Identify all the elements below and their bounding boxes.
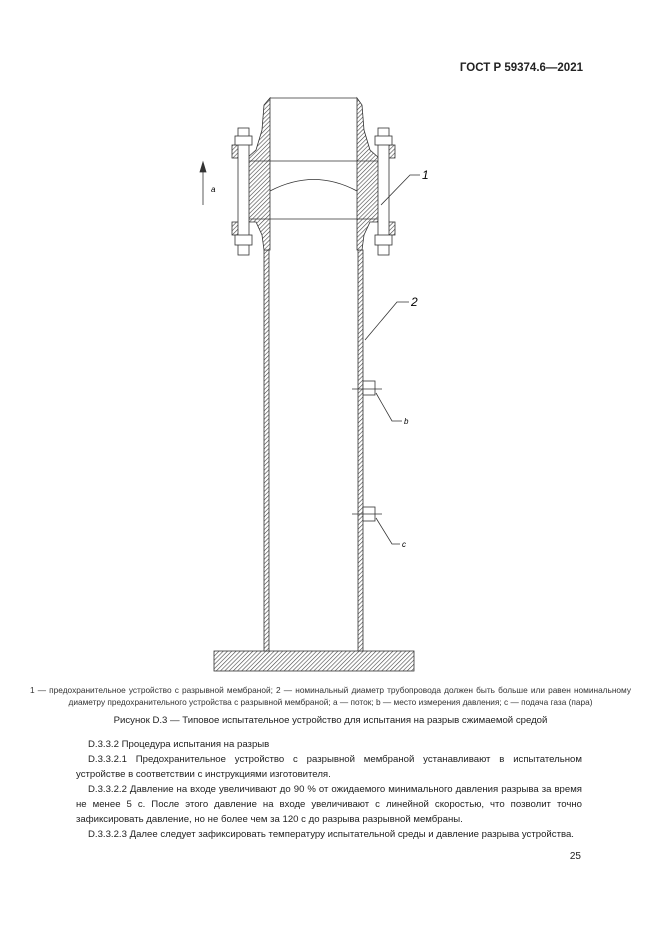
label-c: c — [402, 540, 406, 549]
pipe-wall-right — [357, 249, 364, 652]
bolt-left — [237, 127, 250, 256]
nut — [234, 135, 253, 146]
leader-line — [380, 174, 420, 206]
paragraph: D.3.3.2.1 Предохранительное устройство с… — [76, 754, 582, 780]
page-number: 25 — [569, 851, 581, 862]
label-2: 2 — [410, 295, 418, 309]
flange-right — [356, 96, 380, 251]
pipe-wall-left — [263, 249, 270, 652]
figure-legend: 1 — предохранительное устройство с разры… — [30, 685, 631, 707]
base-plate — [213, 650, 415, 672]
label-a: а — [211, 185, 216, 194]
body-text: D.3.3.2 Процедура испытания на разрыв D.… — [76, 737, 582, 842]
test-device-drawing: 1 2 а b c — [199, 96, 429, 672]
standard-header: ГОСТ Р 59374.6—2021 — [459, 62, 583, 74]
text-flow: 1 — предохранительное устройство с разры… — [0, 684, 661, 863]
nut — [374, 234, 393, 246]
flange-left — [246, 96, 271, 251]
label-1: 1 — [422, 168, 429, 182]
paragraph: D.3.3.2.3 Далее следует зафиксировать те… — [88, 829, 574, 840]
leader-line — [375, 392, 402, 422]
pressure-port — [362, 380, 376, 396]
leader-line — [364, 301, 409, 341]
bolt-right — [377, 127, 390, 256]
nut — [374, 135, 393, 146]
leader-line — [375, 517, 400, 545]
section-heading: D.3.3.2 Процедура испытания на разрыв — [88, 739, 270, 750]
label-b: b — [404, 417, 409, 426]
paragraph: D.3.3.2.2 Давление на входе увеличивают … — [76, 784, 582, 825]
nut — [234, 234, 253, 246]
figure-caption: Рисунок D.3 — Типовое испытательное устр… — [113, 715, 548, 726]
rupture-disc — [269, 179, 358, 192]
